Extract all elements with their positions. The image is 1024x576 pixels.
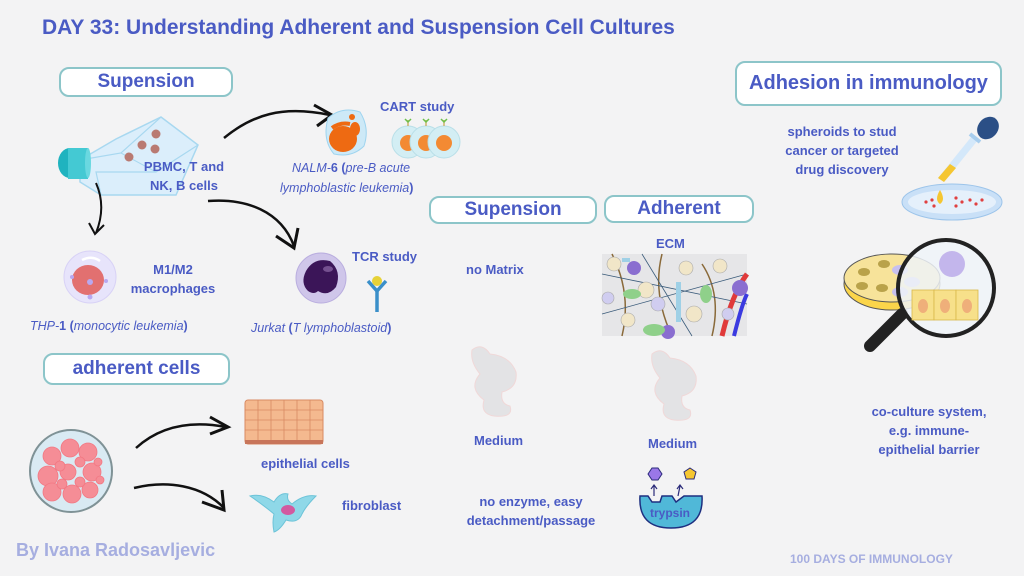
nalm6-description-line2: lymphoblastic leukemia): [280, 181, 414, 195]
jurkat-cell-icon: [295, 252, 347, 304]
coculture-label: co-culture system, e.g. immune-epithelia…: [871, 404, 987, 457]
arrow-to-tcr: [207, 199, 300, 251]
cart-study-label: CART study: [380, 99, 455, 114]
adherent-cells-header-label: adherent cells: [72, 358, 201, 379]
epithelial-cells-icon: [244, 399, 324, 445]
macrophage-study-label: M1/M2 macrophages: [130, 262, 216, 296]
medium-blob-icon: [471, 346, 517, 417]
tcr-receptor-icon: [366, 276, 388, 312]
comparison-suspension-header: Supension: [429, 196, 597, 224]
cell-dot: [137, 140, 147, 150]
comparison-suspension-header-label: Supension: [464, 199, 562, 220]
fibroblast-icon: [248, 493, 318, 533]
trypsin-enzyme-icon: [639, 467, 703, 529]
jurkat-description: Jurkat (T lymphoblastoid): [251, 321, 392, 335]
adherent-medium-label: Medium: [648, 436, 698, 451]
page-title: DAY 33: Understanding Adherent and Suspe…: [42, 16, 675, 39]
ecm-label: ECM: [656, 236, 685, 251]
epithelial-label: epithelial cells: [261, 456, 350, 471]
tcr-study-label: TCR study: [352, 249, 417, 264]
comparison-adherent-header: Adherent: [604, 195, 754, 223]
adherent-cells-header: adherent cells: [43, 353, 230, 385]
suspension-header-label: Supension: [97, 71, 195, 92]
spheroid-dish-icon: [29, 429, 113, 513]
trypsin-label: trypsin: [650, 506, 691, 520]
arrow-to-epithelial: [135, 415, 232, 449]
arrow-to-macrophage: [88, 182, 105, 236]
flask-label: PBMC, T and NK, B cells: [143, 159, 225, 193]
immunology-header-label: Adhesion in immunology: [749, 72, 988, 94]
suspension-header: Supension: [59, 67, 233, 97]
cell-dot: [124, 152, 134, 162]
suspension-medium-label: Medium: [474, 433, 524, 448]
author-credit: By Ivana Radosavljevic: [16, 540, 216, 560]
culture-flask-icon: [58, 116, 199, 196]
cell-dot: [151, 129, 161, 139]
nalm6-description: NALM-6 (pre-B acute: [292, 161, 411, 175]
cart-cells-icon: [391, 118, 461, 159]
comparison-adherent-header-label: Adherent: [637, 198, 721, 219]
nalm6-cell-icon: [325, 109, 367, 156]
medium-blob-icon: [651, 350, 697, 421]
cell-dot: [150, 144, 160, 154]
thp1-description: THP-1 (monocytic leukemia): [30, 319, 188, 333]
coculture-magnifier-icon: [843, 238, 996, 352]
pipette-petri-dish-icon: [901, 116, 1003, 221]
series-label: 100 DAYS OF IMMUNOLOGY: [790, 552, 953, 566]
suspension-detachment-label: no enzyme, easy detachment/passage: [466, 494, 596, 528]
spheroids-label: spheroids to stud cancer or targeted dru…: [785, 124, 899, 177]
ecm-image: [601, 253, 750, 339]
immunology-header: Adhesion in immunology: [735, 61, 1002, 106]
fibroblast-label: fibroblast: [342, 498, 402, 513]
arrow-to-fibroblast: [133, 483, 226, 513]
macrophage-cell-icon: [63, 250, 117, 304]
suspension-matrix-label: no Matrix: [466, 262, 524, 277]
